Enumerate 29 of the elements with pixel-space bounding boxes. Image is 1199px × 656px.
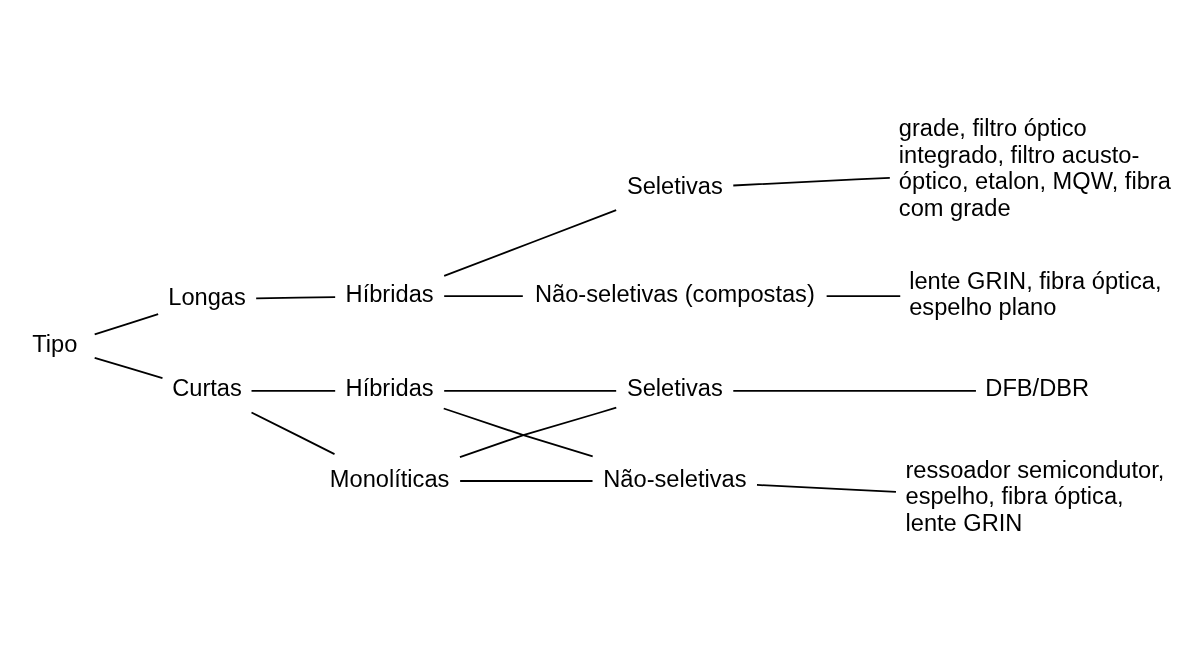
connector: [93, 313, 160, 336]
node-text: Não-seletivas: [603, 465, 747, 492]
node-text: Longas: [168, 283, 246, 310]
node-text: Híbridas: [345, 375, 434, 402]
connector: [250, 389, 337, 392]
connector: [255, 296, 337, 300]
connector: [250, 411, 336, 455]
node-text: grade, filtro óptico integrado, filtro acusto-óptico, etalon, MQW, fibra com grade: [898, 115, 1171, 222]
node-text: lente GRIN, fibra óptica, espelho plano: [909, 267, 1162, 321]
node-text: Híbridas: [345, 280, 434, 307]
connector: [825, 295, 902, 298]
connector: [459, 406, 618, 459]
node-text: Seletivas: [626, 375, 723, 402]
node-text: ressoador semicondutor, espelho, fibra óptica, lente GRIN: [905, 456, 1165, 536]
node-text: Monolíticas: [329, 465, 450, 492]
connector: [93, 357, 164, 379]
node-text: Tipo: [32, 331, 78, 358]
node-text: Curtas: [172, 375, 242, 402]
connector: [459, 480, 594, 482]
connector: [732, 389, 977, 392]
connector: [443, 295, 524, 298]
node-text: Seletivas: [626, 172, 723, 199]
connector: [443, 389, 618, 392]
connector: [442, 407, 594, 458]
connector: [732, 176, 891, 187]
node-text: Não-seletivas (compostas): [534, 280, 815, 307]
connector: [756, 484, 897, 493]
connector: [443, 209, 618, 277]
node-text: DFB/DBR: [985, 375, 1090, 402]
